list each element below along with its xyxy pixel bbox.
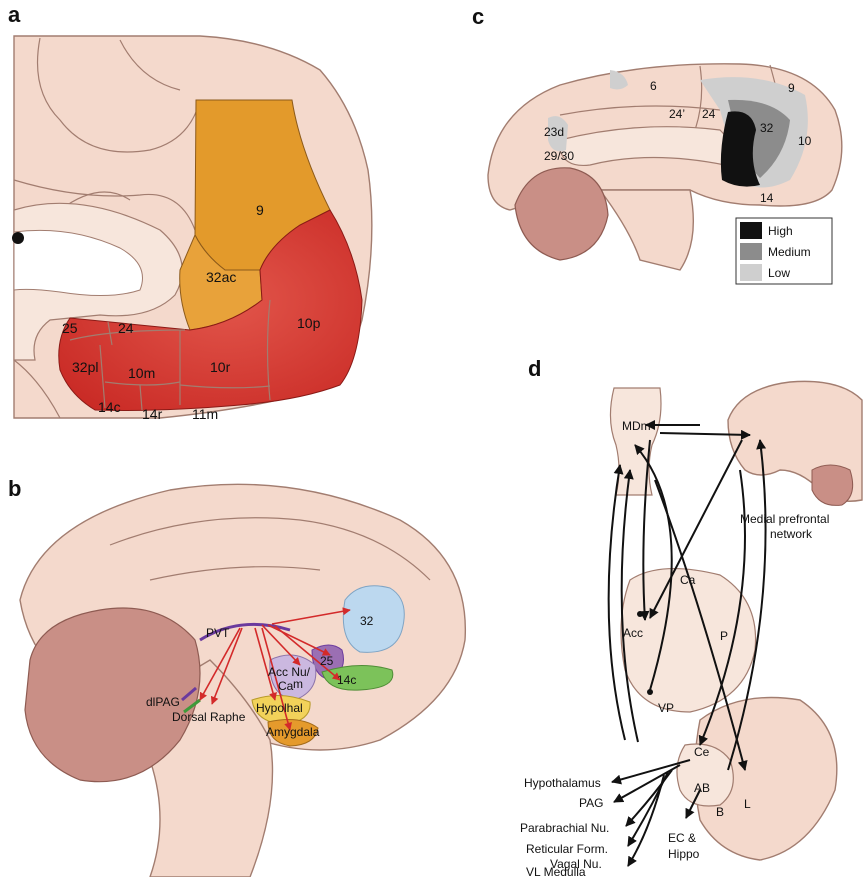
label-l: L — [744, 797, 751, 811]
panel-d-label: d — [528, 356, 541, 381]
label-24prime: 24’ — [669, 107, 685, 121]
area-label: 10r — [210, 359, 231, 375]
panel-c-brainstem — [600, 190, 693, 270]
area-label: 10m — [128, 365, 155, 381]
target-vl-medulla: VL Medulla — [526, 865, 586, 877]
label-9: 9 — [788, 81, 795, 95]
label-vp: VP — [658, 701, 674, 715]
area-label: 10p — [297, 315, 321, 331]
label-6: 6 — [650, 79, 657, 93]
label-23d: 23d — [544, 125, 564, 139]
panel-a-ventricle-dot — [12, 232, 24, 244]
node-acc-dot — [637, 611, 643, 617]
label-acc-line1: Acc Nu/ — [268, 665, 311, 679]
area-label: 25 — [62, 320, 78, 336]
label-p: P — [720, 629, 728, 643]
label-raphe: Dorsal Raphe — [172, 710, 246, 724]
label-32: 32 — [360, 614, 374, 628]
label-32: 32 — [760, 121, 774, 135]
label-mpfc-line1: Medial prefrontal — [740, 512, 829, 526]
connection-arrow — [614, 765, 680, 802]
label-14c: 14c — [337, 673, 356, 687]
panel-c-cerebellum — [515, 168, 608, 260]
label-ec-line1: EC & — [668, 831, 696, 845]
legend-label-medium: Medium — [768, 245, 811, 259]
area-label: 9 — [256, 202, 264, 218]
label-acc: Acc — [623, 626, 643, 640]
panel-d-striatum — [621, 569, 756, 712]
panel-d-cerebellum — [812, 465, 853, 505]
area-label: 32ac — [206, 269, 236, 285]
panel-a: a 9 32ac 25 24 32pl 10m 10r — [8, 2, 372, 422]
panel-c-label: c — [472, 4, 484, 29]
legend-swatch-high — [740, 222, 762, 239]
label-dlpag: dlPAG — [146, 695, 180, 709]
target-reticular: Reticular Form. — [526, 842, 608, 856]
label-b: B — [716, 805, 724, 819]
label-ec-line2: Hippo — [668, 847, 700, 861]
panel-b: b — [8, 476, 465, 877]
legend-label-low: Low — [768, 266, 790, 280]
label-ca: Ca — [278, 679, 294, 693]
legend-label-high: High — [768, 224, 793, 238]
target-pag: PAG — [579, 796, 603, 810]
label-ab: AB — [694, 781, 710, 795]
target-parabrachial: Parabrachial Nu. — [520, 821, 609, 835]
area-label: 14r — [142, 406, 163, 422]
area-label: 32pl — [72, 359, 98, 375]
label-25: 25 — [320, 654, 334, 668]
panel-a-label: a — [8, 2, 21, 27]
panel-b-label: b — [8, 476, 21, 501]
label-ce: Ce — [694, 745, 710, 759]
panel-c-legend: High Medium Low — [736, 218, 832, 284]
label-mpfc-line2: network — [770, 527, 813, 541]
label-amygdala: Amygdala — [266, 725, 320, 739]
panel-c: c 6 9 24’ 24 32 23d 29/30 10 14 High — [472, 4, 842, 284]
region-32 — [343, 586, 404, 653]
label-29-30: 29/30 — [544, 149, 574, 163]
label-ca: Ca — [680, 573, 696, 587]
label-acc-line2: m — [293, 677, 303, 691]
label-10: 10 — [798, 134, 812, 148]
label-14: 14 — [760, 191, 774, 205]
area-label: 24 — [118, 320, 134, 336]
panel-d: d — [520, 356, 862, 877]
label-hypothal: Hypolhal — [256, 701, 303, 715]
area-label: 11m — [192, 406, 218, 422]
target-hypothalamus: Hypothalamus — [524, 776, 601, 790]
legend-swatch-medium — [740, 243, 762, 260]
label-24: 24 — [702, 107, 716, 121]
area-label: 14c — [98, 399, 121, 415]
legend-swatch-low — [740, 264, 762, 281]
label-mdm: MDm — [622, 419, 651, 433]
label-pvt: PVT — [206, 626, 230, 640]
